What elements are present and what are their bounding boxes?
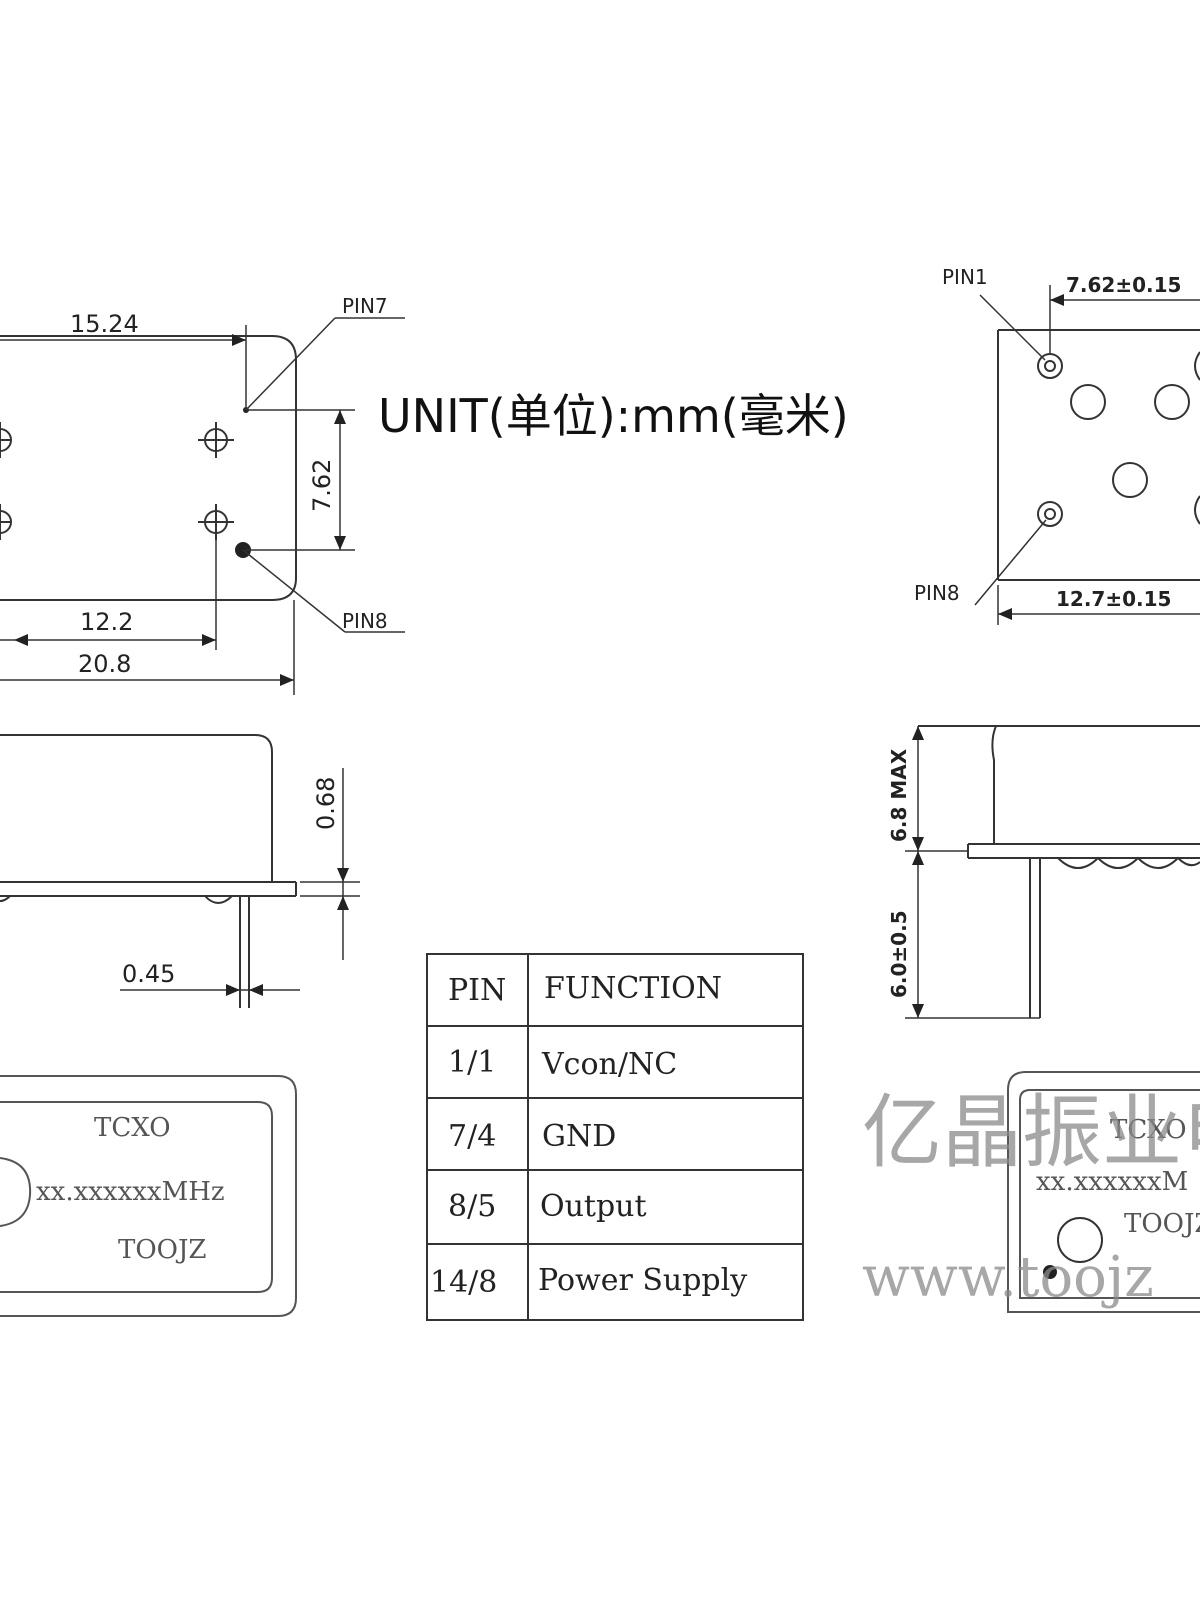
pin-marker xyxy=(198,422,234,458)
dim-6-8-max: 6.8 MAX xyxy=(887,748,911,842)
dim-7-62-tol: 7.62±0.15 xyxy=(1066,273,1181,297)
marking-view: TCXO xx.xxxxxxMHz TOOJZ xyxy=(0,1075,297,1317)
pin7-label: PIN7 xyxy=(342,294,388,318)
half-marking-line1: TCXO xyxy=(1110,1115,1187,1145)
marking-inner-outline xyxy=(0,1101,273,1293)
dim-0-68: 0.68 xyxy=(312,777,340,830)
marking-outer-outline xyxy=(0,1075,297,1317)
pin1-label: PIN1 xyxy=(942,265,988,289)
half-size-top-view: 7.62±0.15 PIN1 12.7±0.15 PIN8 xyxy=(914,265,1200,625)
marking-line2: xx.xxxxxxMHz xyxy=(36,1177,225,1207)
table-cell-pin: 7/4 xyxy=(448,1119,496,1154)
pin-function-table: PIN FUNCTION 1/1 Vcon/NC 7/4 GND 8/5 Out… xyxy=(426,953,804,1321)
dim-20-8: 20.8 xyxy=(78,650,131,678)
pin1-index-dot xyxy=(1043,1265,1057,1279)
table-cell-function: Output xyxy=(540,1189,647,1224)
table-header-function: FUNCTION xyxy=(544,971,722,1006)
table-cell-pin: 8/5 xyxy=(448,1189,496,1224)
dim-0-45: 0.45 xyxy=(122,960,175,988)
unit-label: UNIT(单位):mm(毫米) xyxy=(378,389,849,443)
dim-6-0-tol: 6.0±0.5 xyxy=(887,910,911,998)
dim-12-2: 12.2 xyxy=(80,608,133,636)
half-size-marking-view: TCXO xx.xxxxxxM TOOJZ xyxy=(1007,1071,1200,1313)
dim-7-62: 7.62 xyxy=(308,459,336,512)
side-view-can-outline xyxy=(0,734,273,882)
table-cell-function: GND xyxy=(542,1119,616,1154)
pin8-label: PIN8 xyxy=(342,609,388,633)
top-view-body-outline xyxy=(0,335,297,601)
pin-marker xyxy=(0,504,12,540)
dim-12-7-tol: 12.7±0.15 xyxy=(1056,587,1171,611)
pin8-label-half: PIN8 xyxy=(914,581,960,605)
top-view: 15.24 PIN7 7.62 PIN8 12.2 20.8 xyxy=(0,294,405,695)
marking-line1: TCXO xyxy=(94,1113,171,1143)
table-header-pin: PIN xyxy=(448,973,506,1008)
half-size-side-view: 6.8 MAX 6.0±0.5 xyxy=(887,725,1200,1019)
dim-15-24: 15.24 xyxy=(70,310,139,338)
pin-marker xyxy=(0,422,12,458)
marking-line3: TOOJZ xyxy=(118,1235,206,1265)
table-cell-function: Vcon/NC xyxy=(541,1047,677,1082)
half-marking-line3: TOOJZ xyxy=(1124,1209,1200,1239)
half-marking-outer-outline xyxy=(1007,1071,1200,1313)
pin-marker xyxy=(198,504,234,540)
side-view: 0.68 0.45 xyxy=(0,734,360,1008)
watermark-url: www.toojz xyxy=(862,1245,1154,1310)
half-marking-line2: xx.xxxxxxM xyxy=(1036,1167,1188,1197)
table-cell-pin: 14/8 xyxy=(430,1265,497,1300)
table-cell-pin: 1/1 xyxy=(448,1045,496,1080)
table-cell-function: Power Supply xyxy=(538,1263,747,1298)
watermark-brand: 亿晶振业电 xyxy=(862,1086,1200,1179)
watermark: 亿晶振业电 www.toojz xyxy=(862,1086,1200,1310)
